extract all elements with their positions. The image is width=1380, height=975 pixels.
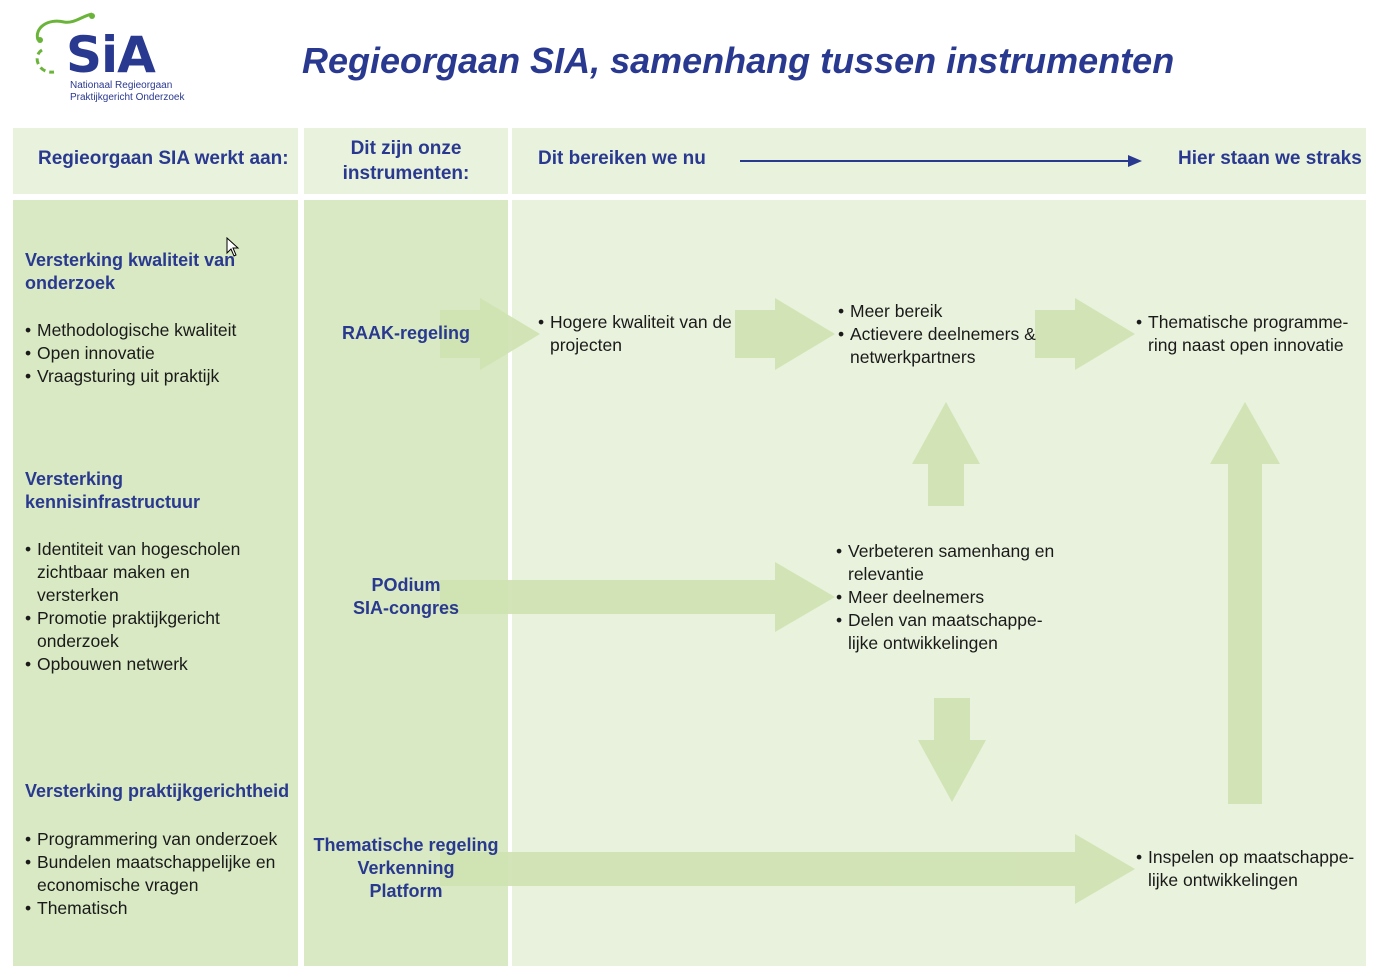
goal-infrastructure-title: Versterking kennisinfrastructuur <box>25 468 275 514</box>
timeline-arrow <box>740 155 1142 167</box>
goal-infrastructure: Versterking kennisinfrastructuur Identit… <box>25 468 275 676</box>
mouse-pointer-icon <box>226 237 240 257</box>
list-item: Methodologische kwaliteit <box>25 319 295 342</box>
goal-quality-title-line1: Versterking kwaliteit van <box>25 250 236 270</box>
header-instruments-line2: instrumenten: <box>342 163 470 184</box>
arrow-podium-to-mid <box>440 562 835 632</box>
result-podium-mid: Verbeteren samenhang en relevantie Meer … <box>836 540 1061 655</box>
arrow-now-to-mid <box>735 298 835 370</box>
arrow-mid-to-future <box>1035 298 1135 370</box>
arrow-up-future <box>1210 402 1280 804</box>
list-item: Programmering van onderzoek <box>25 828 287 851</box>
list-item: Hogere kwaliteit van de projecten <box>538 311 738 357</box>
header-instruments: Dit zijn onze instrumenten: <box>304 136 508 186</box>
goal-quality: Versterking kwaliteit van onderzoek Meth… <box>25 249 295 388</box>
logo-subtitle-line1: Nationaal Regieorgaan <box>70 80 173 91</box>
instrument-podium-line1: POdium <box>371 575 441 595</box>
goal-infrastructure-title-line1: Versterking <box>25 469 124 489</box>
instrument-raak-line1: RAAK-regeling <box>341 323 470 343</box>
instrument-thematic: Thematische regeling Verkenning Platform <box>304 834 508 903</box>
list-item: Inspelen op maatschappe-lijke ontwikkeli… <box>1136 846 1361 892</box>
header-goals: Regieorgaan SIA werkt aan: <box>38 148 289 169</box>
list-item: Open innovatie <box>25 342 295 365</box>
logo-name: SiA <box>66 26 156 84</box>
logo-subtitle: Nationaal Regieorgaan Praktijkgericht On… <box>70 80 185 104</box>
instrument-thematic-line2: Verkenning <box>357 858 455 878</box>
result-raak-future: Thematische programme-ring naast open in… <box>1136 311 1356 357</box>
instrument-podium: POdium SIA-congres <box>304 574 508 620</box>
goal-practice-list: Programmering van onderzoek Bundelen maa… <box>25 828 287 920</box>
goal-practice-title-line1: Versterking praktijkgerichtheid <box>25 781 290 801</box>
arrow-raak-to-now <box>440 298 540 370</box>
list-item: Thematische programme-ring naast open in… <box>1136 311 1356 357</box>
header-future: Hier staan we straks <box>1178 148 1362 169</box>
goal-practice-title: Versterking praktijkgerichtheid <box>25 780 295 803</box>
list-item: Delen van maatschappe-lijke ontwikkeling… <box>836 609 1061 655</box>
list-item: Meer bereik <box>838 300 1038 323</box>
arrow-thema-to-future <box>440 834 1135 904</box>
list-item: Bundelen maatschappelijke en economische… <box>25 851 287 897</box>
list-item: Vraagsturing uit praktijk <box>25 365 295 388</box>
list-item: Promotie praktijkgericht onderzoek <box>25 607 255 653</box>
leaf-swirl-icon <box>35 12 95 74</box>
goal-quality-title: Versterking kwaliteit van onderzoek <box>25 249 295 295</box>
header-cell-instruments <box>304 128 508 194</box>
list-item: Opbouwen netwerk <box>25 653 255 676</box>
list-item: Thematisch <box>25 897 287 920</box>
goal-quality-list: Methodologische kwaliteit Open innovatie… <box>25 319 295 388</box>
list-item: Verbeteren samenhang en relevantie <box>836 540 1061 586</box>
instrument-raak: RAAK-regeling <box>304 322 508 345</box>
goal-infrastructure-list: Identiteit van hogescholen zichtbaar mak… <box>25 538 255 676</box>
header-now: Dit bereiken we nu <box>538 148 706 169</box>
instrument-thematic-line1: Thematische regeling <box>313 835 499 855</box>
list-item: Identiteit van hogescholen zichtbaar mak… <box>25 538 255 607</box>
instrument-thematic-line3: Platform <box>369 881 443 901</box>
header-cell-goals <box>13 128 298 194</box>
arrow-down-mid <box>918 698 986 802</box>
goal-quality-title-line2: onderzoek <box>25 273 116 293</box>
list-item: Actievere deelnemers & netwerkpartners <box>838 323 1038 369</box>
goal-infrastructure-title-line2: kennisinfrastructuur <box>25 492 201 512</box>
result-raak-mid: Meer bereik Actievere deelnemers & netwe… <box>838 300 1038 369</box>
goal-practice: Versterking praktijkgerichtheid Programm… <box>25 780 295 920</box>
header-instruments-line1: Dit zijn onze <box>350 138 462 159</box>
arrow-up-mid <box>912 402 980 506</box>
result-thematic-future: Inspelen op maatschappe-lijke ontwikkeli… <box>1136 846 1361 892</box>
instrument-podium-line2: SIA-congres <box>352 598 460 618</box>
page-title: Regieorgaan SIA, samenhang tussen instru… <box>302 40 1175 81</box>
logo-subtitle-line2: Praktijkgericht Onderzoek <box>70 92 185 103</box>
list-item: Meer deelnemers <box>836 586 1061 609</box>
result-raak-now: Hogere kwaliteit van de projecten <box>538 311 738 357</box>
